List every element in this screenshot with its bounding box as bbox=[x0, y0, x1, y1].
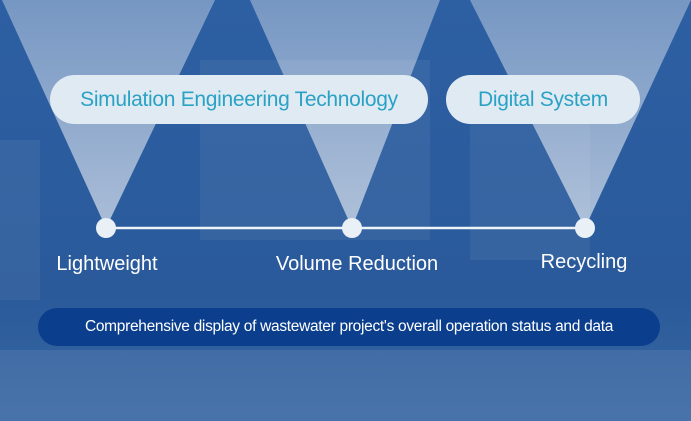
label-volume-reduction: Volume Reduction bbox=[275, 253, 439, 275]
background-floor bbox=[0, 350, 691, 421]
timeline-node-3 bbox=[575, 218, 595, 238]
pill-simulation-engineering: Simulation Engineering Technology bbox=[50, 75, 428, 124]
pill-digital-system: Digital System bbox=[446, 75, 640, 124]
caption-banner: Comprehensive display of wastewater proj… bbox=[38, 308, 660, 346]
label-recycling: Recycling bbox=[540, 251, 628, 273]
background-equipment bbox=[0, 140, 40, 300]
label-lightweight: Lightweight bbox=[56, 253, 158, 275]
timeline-node-2 bbox=[342, 218, 362, 238]
timeline-node-1 bbox=[96, 218, 116, 238]
